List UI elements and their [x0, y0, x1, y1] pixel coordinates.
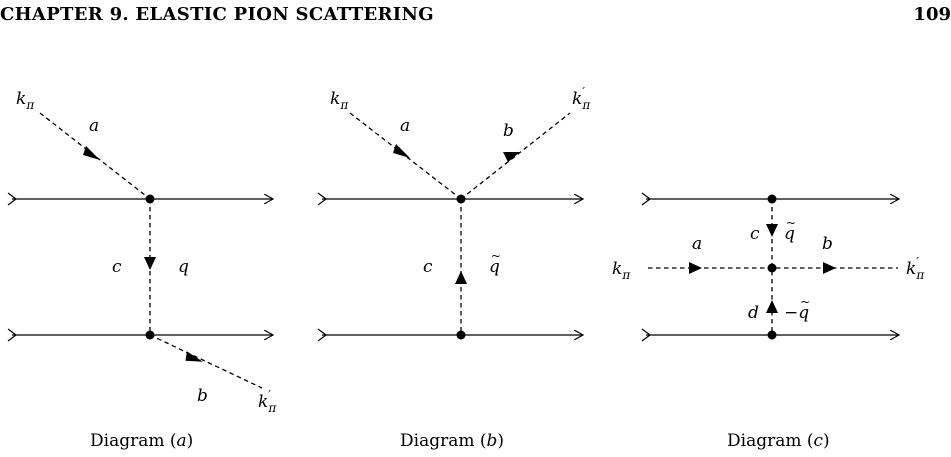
nucleon-line-tail-icon [317, 328, 327, 342]
nucleon-line-tail-icon [641, 328, 651, 342]
arrow-head-icon [393, 144, 410, 158]
label-a: a [89, 116, 99, 136]
arrow-head-icon [503, 152, 520, 162]
arrow-head-icon [144, 257, 156, 270]
label-b: b [197, 386, 208, 406]
label-minus-q-tilde: −q~ [784, 295, 810, 323]
pion-out-line-b [460, 112, 571, 200]
arrow-head-icon [455, 271, 467, 284]
label-k-pi-in: kπ [16, 89, 35, 112]
label-b: b [503, 121, 514, 141]
nucleon-line-tail-icon [317, 192, 327, 206]
label-b: b [822, 234, 833, 254]
vertex-dot [767, 330, 777, 340]
label-c: c [112, 257, 122, 277]
arrow-head-icon [83, 146, 100, 160]
diagram-b: kπ a b kπ′ c q~ Diagram (b) [317, 85, 591, 451]
label-k-pi-in: kπ [612, 259, 631, 282]
pion-in-line-a [39, 112, 151, 200]
diagram-a: kπ a c q b kπ′ Diagram (a) [7, 89, 277, 451]
label-a: a [400, 116, 410, 136]
arrow-head-icon [766, 224, 778, 237]
pion-out-line-a [149, 334, 263, 389]
vertex-dot [456, 330, 466, 340]
label-d: d [748, 303, 759, 323]
nucleon-line-tail-icon [7, 328, 17, 342]
label-k-pi-out: kπ′ [258, 388, 277, 415]
chapter-title: CHAPTER 9. ELASTIC PION SCATTERING [0, 4, 434, 25]
nucleon-line-tail-icon [641, 192, 651, 206]
caption-diagram-c: Diagram (c) [727, 431, 830, 451]
diagram-c: kπ a b kπ′ c q~ d −q~ Diagram (c) [612, 192, 925, 451]
arrow-head-icon [185, 351, 203, 362]
vertex-dot [456, 194, 466, 204]
page-header: CHAPTER 9. ELASTIC PION SCATTERING 109 [0, 0, 951, 34]
label-q: q [178, 257, 189, 277]
label-a: a [692, 234, 702, 254]
label-q-tilde: q~ [784, 216, 796, 244]
label-k-pi-out: kπ′ [906, 255, 925, 282]
label-q-tilde: q~ [489, 249, 501, 277]
vertex-dot [145, 194, 155, 204]
arrow-head-icon [689, 262, 702, 274]
arrow-head-icon [823, 262, 836, 274]
vertex-dot [767, 263, 777, 273]
caption-diagram-a: Diagram (a) [90, 431, 193, 451]
caption-diagram-b: Diagram (b) [400, 431, 504, 451]
arrow-head-icon [766, 300, 778, 313]
label-c: c [750, 224, 760, 244]
label-k-pi-in: kπ [330, 89, 349, 112]
label-c: c [423, 257, 433, 277]
nucleon-line-tail-icon [7, 192, 17, 206]
page-number: 109 [913, 4, 951, 25]
vertex-dot [145, 330, 155, 340]
vertex-dot [767, 194, 777, 204]
label-k-pi-out: kπ′ [572, 85, 591, 112]
